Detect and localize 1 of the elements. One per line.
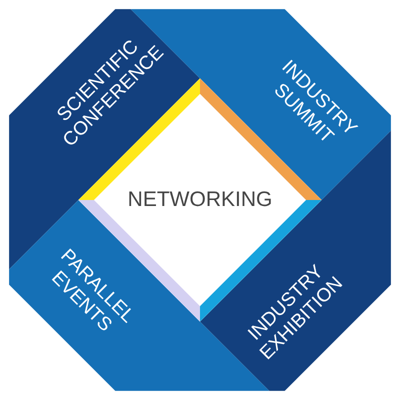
center-label: NETWORKING: [128, 188, 272, 212]
